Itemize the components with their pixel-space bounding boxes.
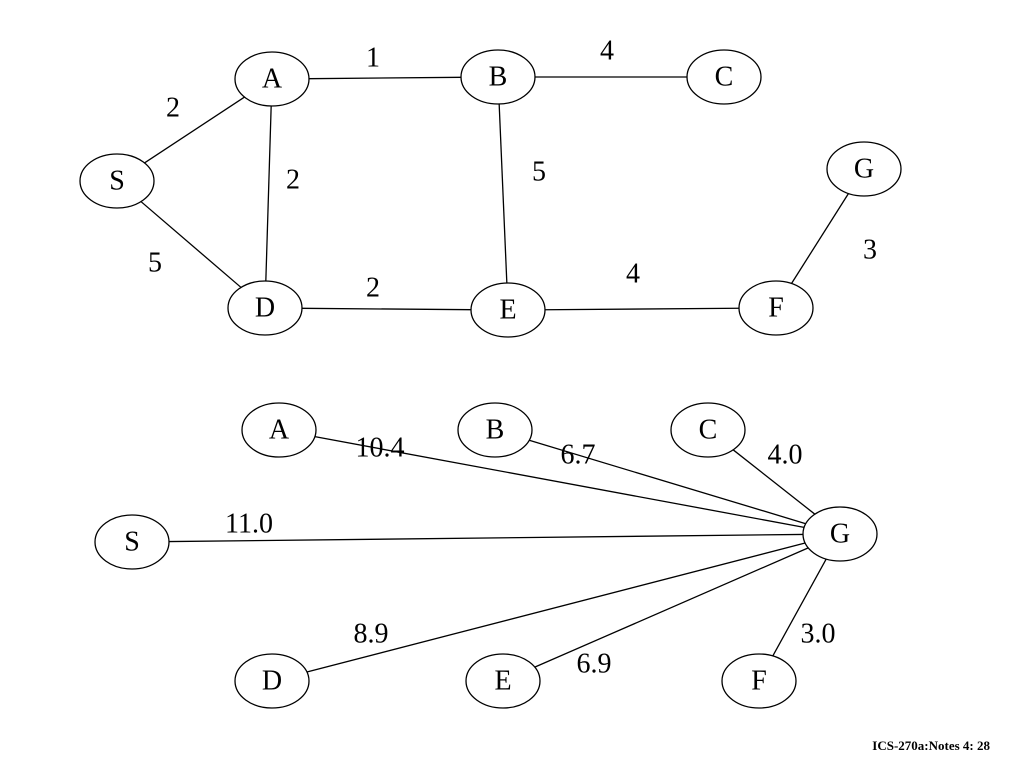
top-edge-d-e (301, 307, 472, 311)
bottom-node-a-shape (241, 402, 317, 458)
top-node-e-shape (470, 282, 546, 338)
bottom-node-b-label: B (486, 414, 505, 445)
bottom-node-g: G (802, 506, 878, 562)
top-weight-a-d: 2 (286, 164, 300, 195)
bottom-weight-s-g: 11.0 (225, 508, 273, 539)
top-node-a-label: A (262, 63, 283, 94)
top-weight-s-a: 2 (166, 92, 180, 123)
bottom-weight-b-g: 6.7 (561, 439, 596, 470)
bottom-node-g-label: G (830, 518, 850, 549)
top-node-s-label: S (109, 165, 125, 196)
top-edge-a-b (308, 76, 462, 80)
top-weight-b-c: 4 (600, 35, 614, 66)
top-node-s-shape (79, 153, 155, 209)
bottom-node-d: D (234, 653, 310, 709)
bottom-node-e-label: E (494, 665, 511, 696)
bottom-edge-b-g (529, 439, 806, 525)
bottom-node-f-shape (721, 653, 797, 709)
top-node-c-shape (686, 49, 762, 105)
top-node-a: A (234, 51, 310, 107)
bottom-weight-e-g: 6.9 (577, 648, 612, 679)
bottom-node-c-shape (670, 402, 746, 458)
top-weight-d-e: 2 (366, 272, 380, 303)
top-node-b: B (460, 49, 536, 105)
top-node-g-label: G (854, 153, 874, 184)
bottom-node-b: B (457, 402, 533, 458)
bottom-node-f-label: F (751, 665, 767, 696)
top-edge-s-a (144, 96, 245, 164)
top-weight-s-d: 5 (148, 247, 162, 278)
bottom-node-f: F (721, 653, 797, 709)
bottom-node-c: C (670, 402, 746, 458)
bottom-node-s-label: S (124, 526, 140, 557)
top-node-d-shape (227, 280, 303, 336)
top-node-d: D (227, 280, 303, 336)
top-edge-s-d (140, 201, 242, 288)
top-node-d-label: D (255, 292, 275, 323)
top-node-b-shape (460, 49, 536, 105)
top-edge-f-g (790, 193, 850, 284)
top-node-e: E (470, 282, 546, 338)
top-node-s: S (79, 153, 155, 209)
bottom-weight-f-g: 3.0 (801, 618, 836, 649)
bottom-node-a-label: A (269, 414, 290, 445)
bottom-edge-d-g (306, 542, 806, 673)
bottom-node-c-label: C (699, 414, 718, 445)
top-node-b-label: B (489, 61, 508, 92)
bottom-node-a: A (241, 402, 317, 458)
bottom-node-b-shape (457, 402, 533, 458)
bottom-edge-c-g (732, 449, 816, 515)
top-node-c: C (686, 49, 762, 105)
bottom-node-s-shape (94, 514, 170, 570)
bottom-edge-f-g (772, 558, 827, 657)
top-edge-e-f (544, 307, 740, 311)
top-node-c-label: C (715, 61, 734, 92)
bottom-node-s: S (94, 514, 170, 570)
bottom-edge-a-g (314, 436, 805, 528)
slide-footer: ICS-270a:Notes 4: 28 (872, 738, 990, 753)
top-weight-b-e: 5 (532, 156, 546, 187)
top-weight-a-b: 1 (366, 42, 380, 73)
top-weight-f-g: 3 (863, 234, 877, 265)
top-node-a-shape (234, 51, 310, 107)
bottom-node-g-shape (802, 506, 878, 562)
top-node-e-label: E (499, 294, 516, 325)
top-node-f-label: F (768, 292, 784, 323)
bottom-node-e-shape (465, 653, 541, 709)
top-edge-b-e (498, 103, 508, 284)
top-node-g-shape (826, 141, 902, 197)
bottom-node-d-shape (234, 653, 310, 709)
top-edge-a-d (265, 105, 272, 282)
bottom-weight-d-g: 8.9 (354, 618, 389, 649)
top-node-g: G (826, 141, 902, 197)
bottom-weight-a-g: 10.4 (356, 432, 405, 463)
top-node-f-shape (738, 280, 814, 336)
bottom-weight-c-g: 4.0 (768, 439, 803, 470)
bottom-node-e: E (465, 653, 541, 709)
bottom-edge-s-g (168, 533, 804, 543)
top-node-f: F (738, 280, 814, 336)
top-weight-e-f: 4 (626, 258, 640, 289)
bottom-edge-e-g (534, 547, 809, 668)
bottom-node-d-label: D (262, 665, 282, 696)
